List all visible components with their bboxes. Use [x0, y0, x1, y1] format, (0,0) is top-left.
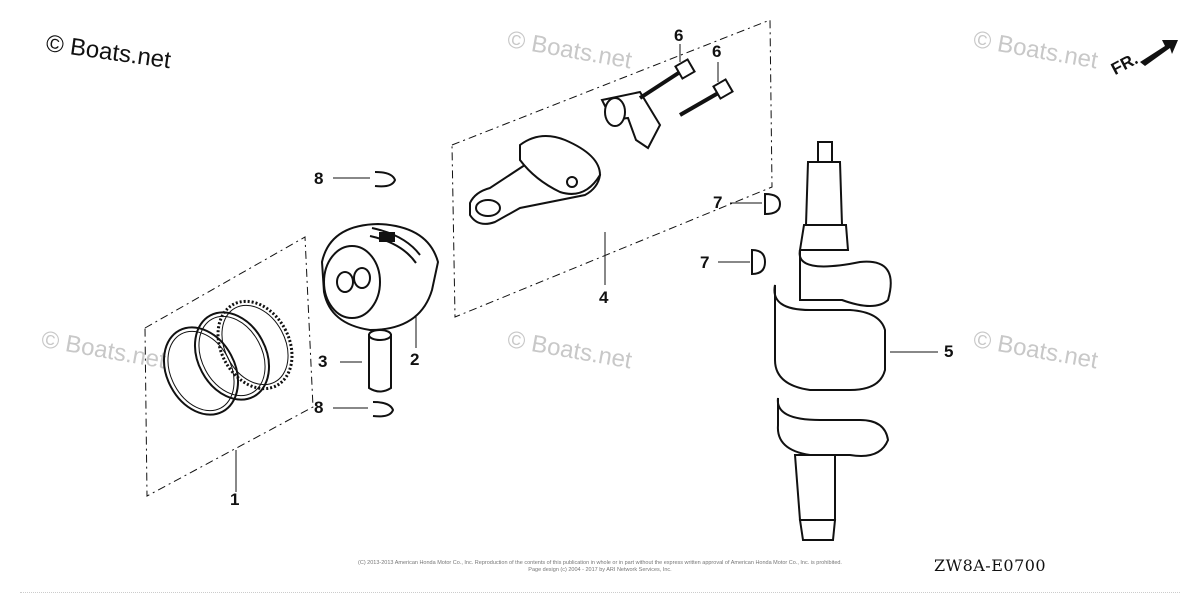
- piston: [320, 222, 440, 348]
- callout-7a: 7: [713, 193, 723, 212]
- copyright-line-1: (C) 2013-2013 American Honda Motor Co., …: [358, 560, 842, 566]
- copyright-notice: (C) 2013-2013 American Honda Motor Co., …: [330, 560, 870, 574]
- piston-pin: [340, 329, 392, 393]
- callout-3: 3: [318, 352, 328, 371]
- callout-5: 5: [944, 342, 954, 361]
- copyright-line-2: Page design (c) 2004 - 2017 by ARI Netwo…: [528, 567, 672, 573]
- callout-7b: 7: [700, 253, 710, 272]
- callout-8a: 8: [314, 169, 324, 188]
- front-arrow-icon: [1140, 40, 1178, 66]
- connecting-rod-bolt: [638, 44, 734, 117]
- callout-6b: 6: [712, 42, 722, 61]
- callout-6a: 6: [674, 26, 684, 45]
- connecting-rod: [451, 19, 773, 318]
- callout-1: 1: [230, 490, 240, 509]
- piston-ring-set: [144, 236, 314, 497]
- callout-8b: 8: [314, 398, 324, 417]
- woodruff-key: [718, 192, 782, 276]
- callout-4: 4: [599, 288, 609, 307]
- callout-2: 2: [410, 350, 420, 369]
- diagram-code: ZW8A-E0700: [934, 556, 1047, 575]
- crankshaft: [773, 141, 938, 541]
- piston-pin-clip: [333, 171, 397, 418]
- bottom-divider: [20, 592, 1180, 593]
